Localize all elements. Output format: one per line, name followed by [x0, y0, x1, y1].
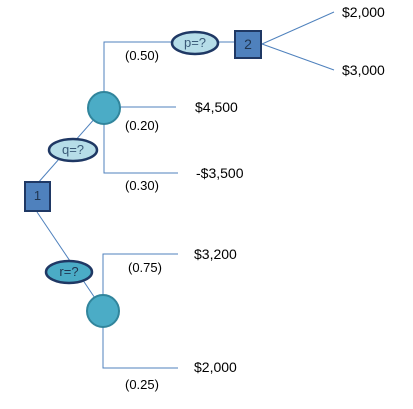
- branch-lower-bracket: [102, 253, 178, 310]
- payoff-d2-bottom: $3,000: [342, 62, 385, 78]
- prob-lower-bottom: (0.25): [125, 377, 159, 392]
- prob-upper-top: (0.50): [125, 48, 159, 63]
- upper-chance-node: [87, 91, 121, 125]
- decision-node-2: [234, 30, 262, 59]
- branch-d2-bottom: [261, 43, 335, 71]
- payoff-d2-top: $2,000: [342, 4, 385, 20]
- branch-lower-bottom: [102, 310, 178, 369]
- prob-lower-top: (0.75): [128, 260, 162, 275]
- decision-1-label: 1: [33, 188, 42, 203]
- branch-d2-top: [261, 11, 335, 45]
- payoff-lower-top: $3,200: [194, 246, 237, 262]
- payoff-upper-bottom: -$3,500: [196, 165, 244, 181]
- prob-upper-bottom: (0.30): [125, 178, 159, 193]
- prob-upper-mid: (0.20): [125, 118, 159, 133]
- p-label: p=?: [183, 35, 207, 50]
- p-ellipse: [170, 30, 220, 56]
- r-ellipse: [44, 259, 94, 285]
- r-label: r=?: [59, 264, 79, 279]
- q-ellipse: [47, 137, 99, 163]
- payoff-upper-mid: $4,500: [195, 99, 238, 115]
- payoff-lower-bottom: $2,000: [194, 359, 237, 375]
- decision-node-1: [24, 181, 51, 212]
- lower-chance-node: [86, 294, 120, 328]
- q-label: q=?: [61, 142, 85, 157]
- decision-2-label: 2: [244, 36, 252, 52]
- branch-upper-bottom: [103, 108, 178, 174]
